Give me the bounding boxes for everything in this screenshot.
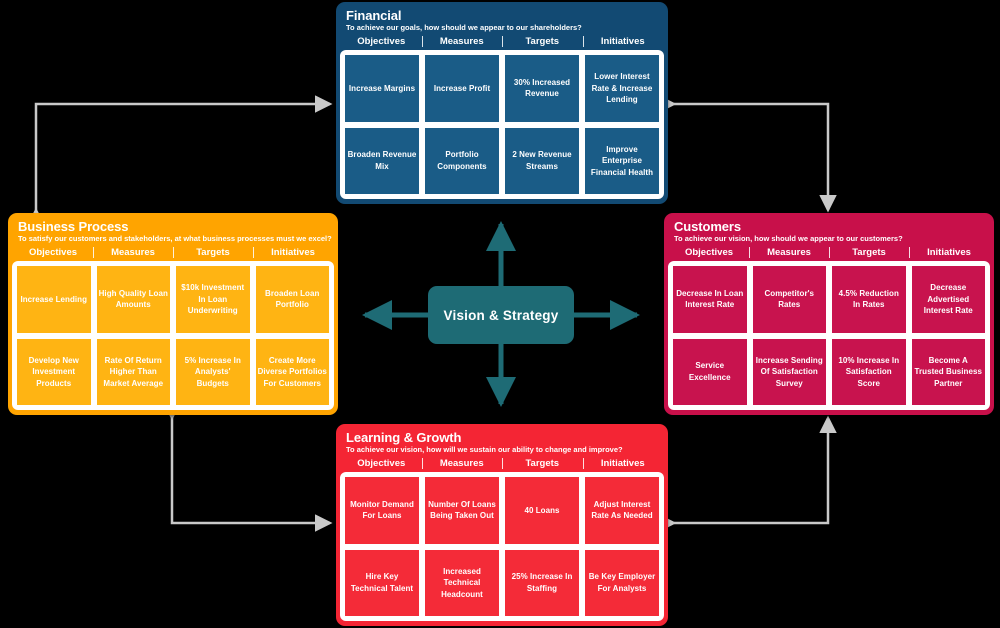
- connector-business-financial: [27, 95, 333, 225]
- column-header-initiatives: Initiatives: [582, 457, 663, 470]
- cell-objective[interactable]: Service Excellence: [673, 338, 747, 405]
- cell-initiative[interactable]: Adjust Interest Rate As Needed: [585, 477, 659, 544]
- panel-learning-growth-subtitle: To achieve our vision, how will we susta…: [346, 445, 623, 454]
- cell-objective[interactable]: Develop New Investment Products: [17, 338, 91, 405]
- cell-objective[interactable]: Decrease In Loan Interest Rate: [673, 266, 747, 333]
- column-header-targets: Targets: [502, 457, 582, 470]
- cell-measure[interactable]: Increased Technical Headcount: [425, 549, 499, 616]
- cell-initiative[interactable]: Lower Interest Rate & Increase Lending: [585, 55, 659, 122]
- connector-business-learning: [163, 403, 333, 532]
- panel-customers-grid: Decrease In Loan Interest Rate Competito…: [668, 261, 990, 410]
- cell-target[interactable]: $10k Investment In Loan Underwriting: [176, 266, 250, 333]
- cell-initiative[interactable]: Create More Diverse Portfolios For Custo…: [255, 338, 329, 405]
- cell-initiative[interactable]: Improve Enterprise Financial Health: [585, 127, 659, 194]
- column-header-objectives: Objectives: [357, 36, 406, 47]
- table-row: Decrease In Loan Interest Rate Competito…: [673, 266, 985, 333]
- panel-learning-growth[interactable]: Learning & Growth To achieve our vision,…: [336, 424, 668, 626]
- table-row: Service Excellence Increase Sending Of S…: [673, 338, 985, 405]
- table-row: Increase Margins Increase Profit 30% Inc…: [345, 55, 659, 122]
- cell-measure[interactable]: High Quality Loan Amounts: [96, 266, 170, 333]
- table-row: Hire Key Technical Talent Increased Tech…: [345, 549, 659, 616]
- cell-target[interactable]: 5% Increase In Analysts' Budgets: [176, 338, 250, 405]
- cell-objective[interactable]: Increase Lending: [17, 266, 91, 333]
- vision-and-strategy-label: Vision & Strategy: [443, 307, 559, 323]
- column-header-measures: Measures: [421, 35, 502, 48]
- cell-target[interactable]: 2 New Revenue Streams: [505, 127, 579, 194]
- cell-target[interactable]: 40 Loans: [505, 477, 579, 544]
- panel-financial-title: Financial: [346, 8, 402, 23]
- column-header-targets: Targets: [173, 246, 252, 259]
- panel-learning-growth-title: Learning & Growth: [346, 430, 462, 445]
- table-row: Develop New Investment Products Rate Of …: [17, 338, 329, 405]
- column-header-objectives: Objectives: [357, 458, 406, 469]
- panel-customers-title: Customers: [674, 219, 742, 234]
- column-header-measures: Measures: [421, 457, 502, 470]
- cell-measure[interactable]: Increase Profit: [425, 55, 499, 122]
- table-row: Broaden Revenue Mix Portfolio Components…: [345, 127, 659, 194]
- cell-initiative[interactable]: Decrease Advertised Interest Rate: [911, 266, 985, 333]
- panel-financial-subtitle: To achieve our goals, how should we appe…: [346, 23, 582, 32]
- panel-business-process-column-headers: Objectives Measures Targets Initiatives: [12, 246, 334, 261]
- connector-financial-customers: [659, 95, 837, 213]
- panel-financial-column-headers: Objectives Measures Targets Initiatives: [340, 35, 664, 50]
- cell-objective[interactable]: Increase Margins: [345, 55, 419, 122]
- cell-target[interactable]: 30% Increased Revenue: [505, 55, 579, 122]
- cell-target[interactable]: 25% Increase In Staffing: [505, 549, 579, 616]
- panel-learning-growth-column-headers: Objectives Measures Targets Initiatives: [340, 457, 664, 472]
- cell-measure[interactable]: Number Of Loans Being Taken Out: [425, 477, 499, 544]
- panel-business-process-title: Business Process: [18, 219, 129, 234]
- cell-measure[interactable]: Rate Of Return Higher Than Market Averag…: [96, 338, 170, 405]
- cell-initiative[interactable]: Become A Trusted Business Partner: [911, 338, 985, 405]
- panel-financial[interactable]: Financial To achieve our goals, how shou…: [336, 2, 668, 204]
- connector-learning-customers: [659, 415, 837, 532]
- cell-target[interactable]: 10% Increase In Satisfaction Score: [832, 338, 906, 405]
- cell-objective[interactable]: Hire Key Technical Talent: [345, 549, 419, 616]
- panel-customers-column-headers: Objectives Measures Targets Initiatives: [668, 246, 990, 261]
- column-header-objectives: Objectives: [684, 247, 734, 258]
- cell-objective[interactable]: Broaden Revenue Mix: [345, 127, 419, 194]
- cell-initiative[interactable]: Broaden Loan Portfolio: [255, 266, 329, 333]
- column-header-measures: Measures: [749, 246, 828, 259]
- cell-objective[interactable]: Monitor Demand For Loans: [345, 477, 419, 544]
- vision-and-strategy-box[interactable]: Vision & Strategy: [428, 286, 574, 344]
- cell-target[interactable]: 4.5% Reduction In Rates: [832, 266, 906, 333]
- cell-measure[interactable]: Increase Sending Of Satisfaction Survey: [752, 338, 826, 405]
- column-header-targets: Targets: [829, 246, 908, 259]
- panel-business-process-grid: Increase Lending High Quality Loan Amoun…: [12, 261, 334, 410]
- panel-business-process-subtitle: To satisfy our customers and stakeholder…: [18, 234, 332, 243]
- table-row: Monitor Demand For Loans Number Of Loans…: [345, 477, 659, 544]
- column-header-initiatives: Initiatives: [909, 246, 988, 259]
- column-header-targets: Targets: [502, 35, 582, 48]
- cell-measure[interactable]: Competitor's Rates: [752, 266, 826, 333]
- column-header-initiatives: Initiatives: [253, 246, 332, 259]
- cell-measure[interactable]: Portfolio Components: [425, 127, 499, 194]
- column-header-measures: Measures: [93, 246, 172, 259]
- column-header-objectives: Objectives: [28, 247, 78, 258]
- panel-financial-grid: Increase Margins Increase Profit 30% Inc…: [340, 50, 664, 199]
- table-row: Increase Lending High Quality Loan Amoun…: [17, 266, 329, 333]
- panel-customers[interactable]: Customers To achieve our vision, how sho…: [664, 213, 994, 415]
- column-header-initiatives: Initiatives: [582, 35, 663, 48]
- panel-customers-subtitle: To achieve our vision, how should we app…: [674, 234, 903, 243]
- panel-business-process[interactable]: Business Process To satisfy our customer…: [8, 213, 338, 415]
- cell-initiative[interactable]: Be Key Employer For Analysts: [585, 549, 659, 616]
- panel-learning-growth-grid: Monitor Demand For Loans Number Of Loans…: [340, 472, 664, 621]
